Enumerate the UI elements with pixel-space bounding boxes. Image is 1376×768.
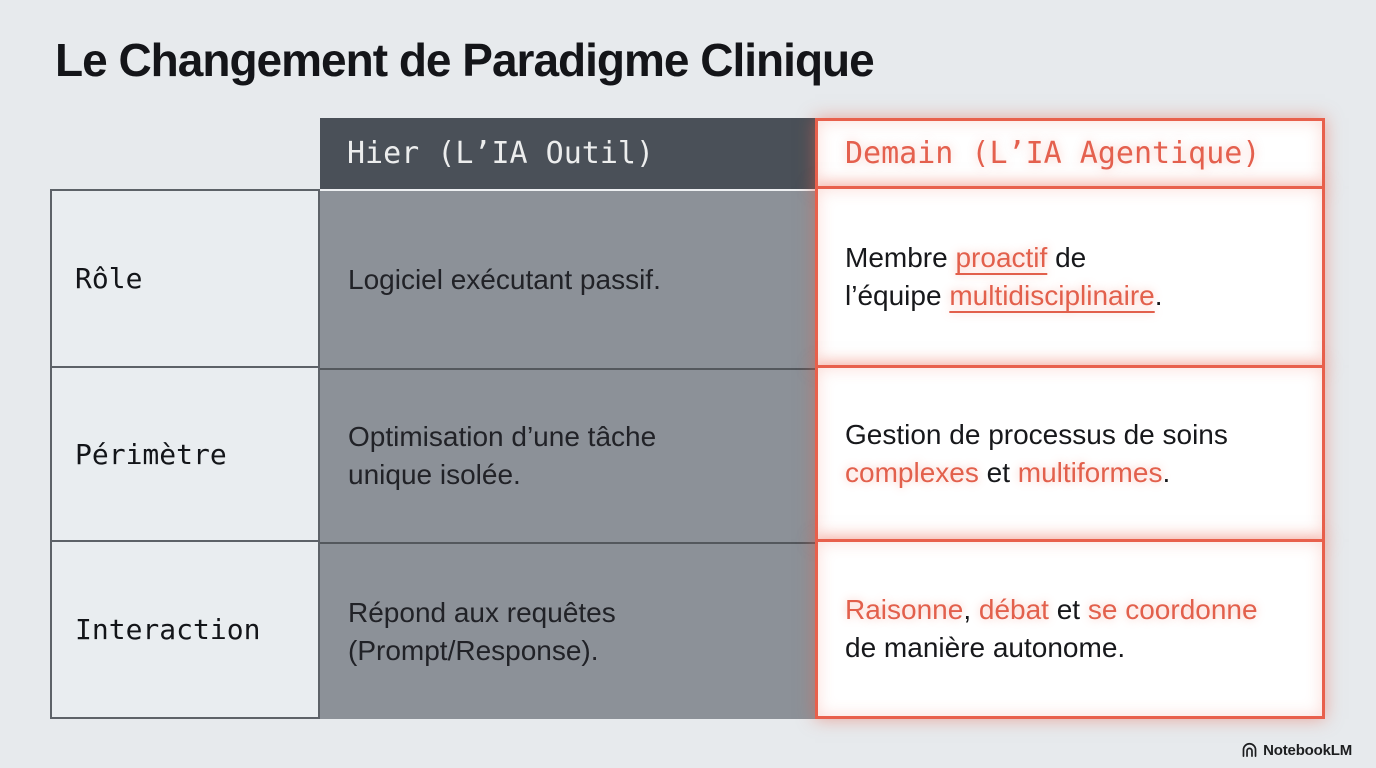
page-title: Le Changement de Paradigme Clinique — [55, 34, 875, 86]
brand-name: NotebookLM — [1263, 742, 1352, 759]
demain-cell-perimetre: Gestion de processus de soins complexes … — [815, 365, 1325, 542]
demain-cell-interaction: Raisonne, débat et se coordonne de maniè… — [815, 539, 1325, 719]
demain-cell-interaction-text: Raisonne, débat et se coordonne de maniè… — [845, 594, 1258, 663]
row-label-perimetre-text: Périmètre — [75, 437, 227, 471]
demain-cell-perimetre-text: Gestion de processus de soins complexes … — [845, 418, 1228, 488]
column-header-demain-label: Demain (L’IA Agentique) — [845, 136, 1261, 171]
hier-cell-perimetre-text: Optimisation d’une tâche unique isolée. — [348, 421, 657, 490]
column-header-hier-label: Hier (L’IA Outil) — [347, 136, 655, 171]
comparison-table: Hier (L’IA Outil) Rôle Périmètre Interac… — [50, 118, 1325, 719]
row-label-role-text: Rôle — [75, 262, 143, 295]
hier-cell-role-text: Logiciel exécutant passif. — [348, 263, 661, 295]
row-label-role: Rôle — [50, 189, 320, 368]
row-label-interaction-text: Interaction — [75, 613, 261, 646]
column-header-hier: Hier (L’IA Outil) — [320, 118, 815, 189]
row-label-interaction: Interaction — [50, 542, 320, 719]
brand-footer: NotebookLM — [1241, 742, 1352, 759]
column-header-demain: Demain (L’IA Agentique) — [815, 118, 1325, 189]
demain-cell-role: Membre proactif de l’équipe multidiscipl… — [815, 186, 1325, 368]
hier-cell-interaction: Répond aux requêtes (Prompt/Response). — [320, 542, 815, 719]
hier-cell-role: Logiciel exécutant passif. — [320, 189, 815, 368]
row-label-perimetre: Périmètre — [50, 368, 320, 542]
header-spacer — [50, 118, 320, 189]
demain-cell-role-text: Membre proactif de l’équipe multidiscipl… — [845, 242, 1163, 311]
notebooklm-logo-icon — [1241, 742, 1258, 759]
hier-cell-interaction-text: Répond aux requêtes (Prompt/Response). — [348, 596, 616, 666]
demain-column: Demain (L’IA Agentique) Membre proactif … — [815, 118, 1325, 719]
hier-cell-perimetre: Optimisation d’une tâche unique isolée. — [320, 368, 815, 542]
